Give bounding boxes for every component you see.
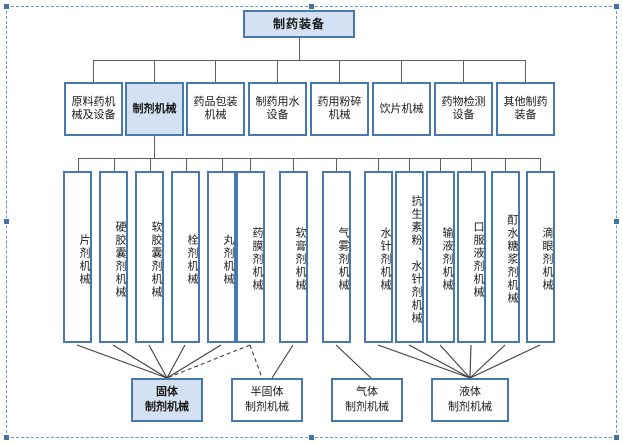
- connector-l3-stem-3: [186, 158, 187, 171]
- connector-l3-stem-6: [293, 158, 294, 171]
- connector-l2-stem-6: [463, 60, 464, 82]
- node-level4-semisolid-preparation[interactable]: 半固体 制剂机械: [231, 378, 303, 422]
- connector-l3-stem-7: [336, 158, 337, 171]
- connector-l3-stem-12: [505, 158, 506, 171]
- node-level4-line2-0: 制剂机械: [145, 401, 189, 413]
- resize-handle-bottom-left[interactable]: [3, 434, 10, 441]
- node-level4-line1-3: 液体: [459, 386, 481, 399]
- node-level2-label-5: 饮片机械: [379, 102, 424, 115]
- node-level4-gas-preparation[interactable]: 气体 制剂机械: [331, 378, 403, 422]
- node-level3-label-12: 酊水糖浆剂机械: [506, 214, 518, 305]
- connector-l2-stem-7: [525, 60, 526, 82]
- node-root-label: 制药装备: [272, 16, 325, 31]
- node-level4-line2-2: 制剂机械: [345, 401, 389, 413]
- connector-l3-stem-4: [222, 158, 223, 171]
- resize-handle-bottom-center[interactable]: [308, 434, 315, 441]
- node-level3-infusion-machinery[interactable]: 输液剂机械: [426, 171, 455, 343]
- connector-level2-bus: [93, 60, 525, 61]
- resize-handle-middle-left[interactable]: [3, 218, 10, 225]
- node-level2-preparation-machinery[interactable]: 制剂机械: [125, 82, 184, 136]
- node-level4-line1-2: 气体: [356, 386, 378, 399]
- resize-handle-bottom-right[interactable]: [613, 434, 620, 441]
- node-level3-label-8: 水针剂机械: [379, 227, 391, 292]
- node-level3-hard-capsule-machinery[interactable]: 硬胶囊剂机械: [99, 171, 128, 343]
- node-level3-label-5: 药膜剂机械: [251, 227, 263, 292]
- connector-l3-stem-13: [540, 158, 541, 171]
- node-level3-label-11: 口服液剂机械: [472, 220, 484, 299]
- node-level3-label-7: 气雾剂机械: [337, 227, 349, 292]
- connector-l2-stem-5: [401, 60, 402, 82]
- node-level3-eye-drop-machinery[interactable]: 滴眼剂机械: [526, 171, 555, 343]
- node-level3-label-9: 抗生素粉、水针剂机械: [410, 194, 422, 325]
- node-level3-label-3: 栓剂机械: [186, 233, 198, 286]
- connector-l2-stem-4: [339, 60, 340, 82]
- node-level2-label-4: 药用粉碎机械: [317, 96, 362, 121]
- connector-level3-bus: [78, 158, 540, 159]
- node-level4-label-2: 气体 制剂机械: [345, 385, 389, 415]
- node-level3-oral-liquid-machinery[interactable]: 口服液剂机械: [457, 171, 486, 343]
- node-level2-label-1: 制剂机械: [132, 102, 177, 115]
- connector-l3-stem-2: [150, 158, 151, 171]
- connector-l3-stem-1: [114, 158, 115, 171]
- node-level2-label-2: 药品包装机械: [193, 96, 238, 121]
- resize-handle-top-right[interactable]: [613, 3, 620, 10]
- node-level2-raw-material-machinery[interactable]: 原料药机械及设备: [64, 82, 123, 136]
- node-level3-label-13: 滴眼剂机械: [541, 227, 553, 292]
- node-level3-ointment-machinery[interactable]: 软膏剂机械: [279, 171, 308, 343]
- node-level3-aerosol-machinery[interactable]: 气雾剂机械: [322, 171, 351, 343]
- node-level3-label-2: 软胶囊剂机械: [150, 220, 162, 299]
- node-level4-line1-0: 固体: [156, 386, 178, 399]
- node-level2-label-0: 原料药机械及设备: [71, 96, 116, 121]
- node-level4-label-0: 固体 制剂机械: [145, 385, 189, 415]
- connector-root-stem: [299, 38, 300, 60]
- node-level4-line2-1: 制剂机械: [245, 401, 289, 413]
- connector-l2-stem-0: [93, 60, 94, 82]
- node-level3-label-4: 丸剂机械: [222, 233, 234, 286]
- node-level3-film-machinery[interactable]: 药膜剂机械: [236, 171, 265, 343]
- node-root[interactable]: 制药装备: [243, 10, 355, 38]
- node-level2-label-7: 其他制药装备: [503, 96, 548, 121]
- connector-l3-stem-11: [471, 158, 472, 171]
- node-level2-label-6: 药物检测设备: [441, 96, 486, 121]
- node-level4-line1-1: 半固体: [250, 386, 284, 399]
- node-level3-suppository-machinery[interactable]: 栓剂机械: [171, 171, 200, 343]
- node-level3-label-6: 软膏剂机械: [294, 227, 306, 292]
- node-level2-decoction-pieces-machinery[interactable]: 饮片机械: [372, 82, 431, 136]
- connector-l3-stem-8: [378, 158, 379, 171]
- node-level2-water-equipment[interactable]: 制药用水设备: [248, 82, 307, 136]
- connector-l3-stem-10: [440, 158, 441, 171]
- node-level3-tablet-machinery[interactable]: 片剂机械: [63, 171, 92, 343]
- node-level4-liquid-preparation[interactable]: 液体 制剂机械: [431, 378, 509, 422]
- node-level3-antibiotic-powder-machinery[interactable]: 抗生素粉、水针剂机械: [395, 171, 424, 343]
- connector-l2-stem-1: [154, 60, 155, 82]
- node-level2-label-3: 制药用水设备: [255, 96, 300, 121]
- connector-l3-stem-5: [250, 158, 251, 171]
- node-level3-soft-capsule-machinery[interactable]: 软胶囊剂机械: [135, 171, 164, 343]
- node-level4-solid-preparation[interactable]: 固体 制剂机械: [131, 378, 203, 422]
- connector-preparation-stem: [154, 136, 155, 158]
- connector-l3-stem-9: [409, 158, 410, 171]
- connector-l2-stem-3: [277, 60, 278, 82]
- node-level4-line2-3: 制剂机械: [448, 401, 492, 413]
- node-level2-packaging-machinery[interactable]: 药品包装机械: [186, 82, 245, 136]
- node-level3-label-10: 输液剂机械: [441, 227, 453, 292]
- node-level2-other-equipment[interactable]: 其他制药装备: [496, 82, 555, 136]
- resize-handle-middle-right[interactable]: [613, 218, 620, 225]
- node-level4-label-3: 液体 制剂机械: [448, 385, 492, 415]
- node-level2-pulverizing-machinery[interactable]: 药用粉碎机械: [310, 82, 369, 136]
- node-level3-tincture-syrup-machinery[interactable]: 酊水糖浆剂机械: [491, 171, 520, 343]
- connector-l2-stem-2: [215, 60, 216, 82]
- resize-handle-top-center[interactable]: [308, 3, 315, 10]
- node-level3-label-1: 硬胶囊剂机械: [114, 220, 126, 299]
- node-level3-label-0: 片剂机械: [78, 233, 90, 286]
- node-level4-label-1: 半固体 制剂机械: [245, 385, 289, 415]
- node-level3-pill-machinery[interactable]: 丸剂机械: [207, 171, 236, 343]
- node-level3-water-injection-machinery[interactable]: 水针剂机械: [364, 171, 393, 343]
- resize-handle-top-left[interactable]: [3, 3, 10, 10]
- node-level2-drug-testing-equipment[interactable]: 药物检测设备: [434, 82, 493, 136]
- connector-l3-stem-0: [78, 158, 79, 171]
